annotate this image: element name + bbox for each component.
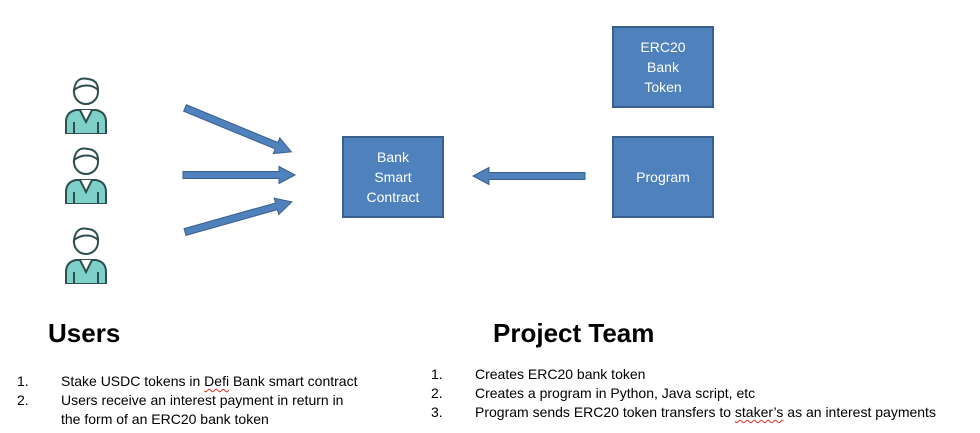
list-number: 1.: [431, 366, 443, 382]
project-team-title: Project Team: [493, 318, 655, 348]
box-line: Bank: [377, 149, 409, 165]
program-box: Program: [612, 136, 714, 218]
list-text: Stake USDC tokens in Defi Bank smart con…: [61, 373, 358, 389]
list-item: 2. Users receive an interest payment in …: [17, 391, 437, 429]
list-item: 1. Creates ERC20 bank token: [431, 365, 979, 384]
user-person-icon: [65, 77, 107, 134]
box-line: ERC20: [640, 39, 686, 55]
list-number: 2.: [17, 392, 29, 408]
list-text: Creates a program in Python, Java script…: [475, 385, 756, 401]
user-person-icon: [65, 227, 107, 284]
list-number: 3.: [431, 404, 443, 420]
box-line: Contract: [366, 189, 420, 205]
list-item: 2. Creates a program in Python, Java scr…: [431, 384, 979, 403]
users-steps-list: 1. Stake USDC tokens in Defi Bank smart …: [17, 372, 437, 429]
list-item: 3. Program sends ERC20 token transfers t…: [431, 403, 979, 422]
box-line: Token: [644, 79, 682, 95]
box-line: Bank: [647, 59, 679, 75]
list-text: Creates ERC20 bank token: [475, 366, 646, 382]
box-line: Smart: [374, 169, 412, 185]
list-text: Users receive an interest payment in ret…: [61, 392, 344, 427]
users-title: Users: [48, 318, 121, 348]
arrow-user-to-contract-middle: [182, 165, 297, 185]
arrow-user-to-contract-bottom: [183, 197, 293, 236]
list-item: 1. Stake USDC tokens in Defi Bank smart …: [17, 372, 437, 391]
user-person-icon: [65, 147, 107, 204]
erc20-bank-token-box: ERC20 Bank Token: [612, 26, 714, 108]
list-number: 2.: [431, 385, 443, 401]
bank-smart-contract-box: Bank Smart Contract: [342, 136, 444, 218]
box-line: Program: [636, 169, 690, 185]
list-number: 1.: [17, 373, 29, 389]
project-team-steps-list: 1. Creates ERC20 bank token 2. Creates a…: [431, 365, 979, 422]
list-text: Program sends ERC20 token transfers to s…: [475, 404, 936, 420]
arrow-program-to-contract: [471, 166, 586, 186]
arrow-user-to-contract-top: [183, 104, 293, 155]
